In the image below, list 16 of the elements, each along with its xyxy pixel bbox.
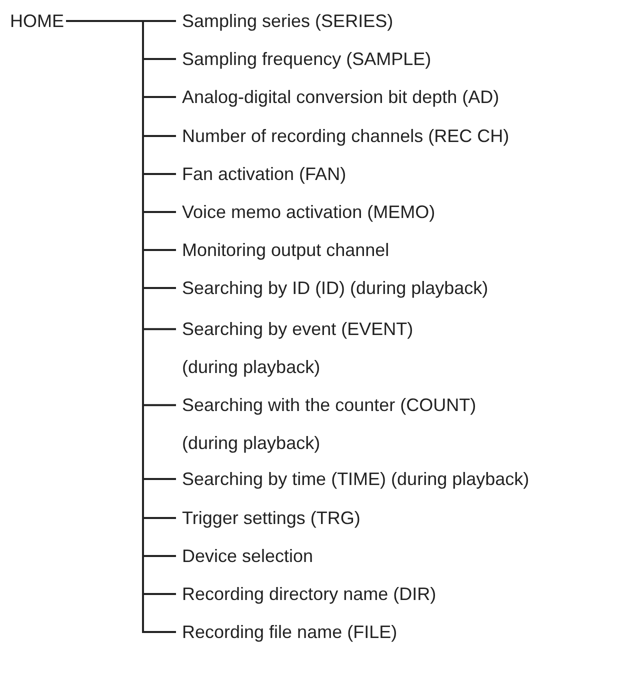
menu-item-label: Searching by time (TIME) (during playback) — [182, 462, 530, 496]
menu-item-label: Searching with the counter (COUNT) (during playback) — [182, 386, 502, 462]
menu-item-label: Device selection — [182, 538, 314, 573]
menu-item-label: Analog-digital conversion bit depth (AD) — [182, 80, 500, 114]
menu-item-label: Voice memo activation (MEMO) — [182, 195, 436, 229]
menu-item-label: Recording file name (FILE) — [182, 615, 398, 650]
menu-item-label: Monitoring output channel — [182, 233, 390, 268]
menu-item-label: Sampling series (SERIES) — [182, 4, 394, 38]
menu-item-label: Recording directory name (DIR) — [182, 577, 436, 611]
root-label: HOME — [10, 4, 64, 38]
menu-item-label: Sampling frequency (SAMPLE) — [182, 42, 432, 76]
menu-item-label: Searching by ID (ID) (during playback) — [182, 271, 488, 306]
menu-item-label: Number of recording channels (REC CH) — [182, 118, 510, 153]
menu-item-label: Trigger settings (TRG) — [182, 500, 360, 535]
menu-item-label: Searching by event (EVENT) (during playback) — [182, 310, 432, 386]
menu-item-label: Fan activation (FAN) — [182, 156, 346, 191]
